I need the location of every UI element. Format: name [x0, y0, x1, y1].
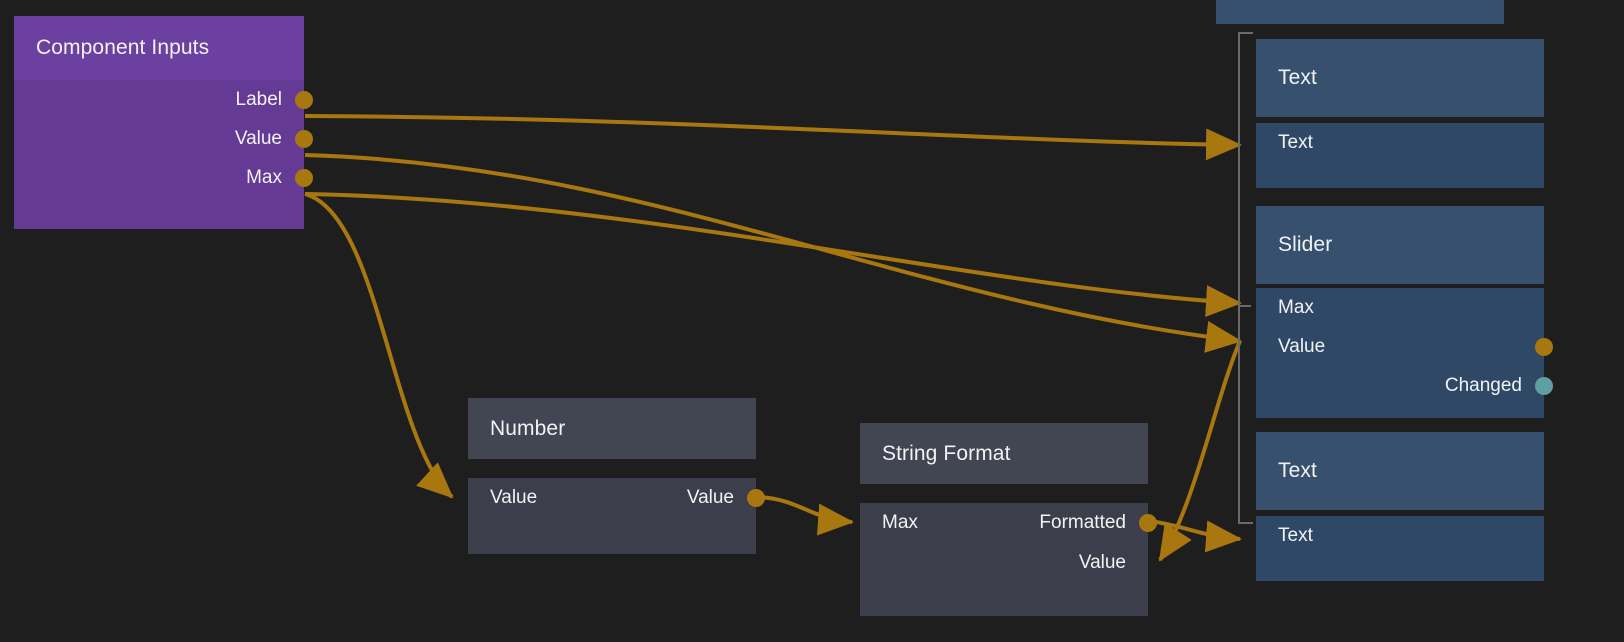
node-title-text-upper: Text	[1256, 39, 1544, 117]
node-text-upper[interactable]: Text Text	[1256, 39, 1544, 188]
input-label-number-value: Value	[490, 487, 538, 508]
port-row-max[interactable]: Max	[14, 158, 313, 197]
port-row-slider-max[interactable]: Max	[1256, 288, 1544, 327]
input-label-text: Text	[1278, 132, 1313, 153]
node-body-string-format: Max Formatted Value	[860, 503, 1157, 616]
port-row-label[interactable]: Label	[14, 80, 313, 119]
port-label-value: Value	[234, 127, 282, 149]
port-row-text-lower-in[interactable]: Text	[1256, 516, 1544, 556]
node-title-string-format: String Format	[860, 423, 1148, 484]
node-title	[1216, 0, 1504, 24]
node-title-number: Number	[468, 398, 756, 459]
port-label-max: Max	[246, 166, 282, 188]
port-row-string-format-value[interactable]: Value	[860, 543, 1148, 582]
node-text-lower[interactable]: Text Text	[1256, 432, 1544, 581]
output-port-slider-changed[interactable]	[1535, 376, 1553, 395]
port-label-label: Label	[235, 88, 283, 110]
group-frame-tick	[1238, 305, 1251, 307]
output-port-slider-value[interactable]	[1535, 337, 1553, 356]
output-label-string-format-formatted: Formatted	[1039, 512, 1126, 533]
output-label-slider-changed: Changed	[1444, 374, 1522, 396]
wire-slider-value-to-stringformat-value	[1158, 340, 1242, 562]
input-label-string-format-max: Max	[882, 512, 918, 533]
node-title-slider: Slider	[1256, 206, 1544, 284]
output-port-string-format-formatted[interactable]	[1139, 514, 1157, 532]
input-label-text-lower: Text	[1278, 525, 1313, 546]
node-body-number: Value Value	[468, 478, 765, 554]
node-number[interactable]: Number Value Value	[468, 398, 765, 554]
node-text-top-partial[interactable]	[1216, 0, 1504, 24]
wire-number-to-stringformat-max	[757, 495, 854, 536]
node-slider[interactable]: Slider Max Value Changed	[1256, 206, 1553, 418]
port-row-string-format-max[interactable]: Max Formatted	[860, 503, 1157, 543]
input-label-slider-value: Value	[1278, 335, 1326, 357]
wire-max-to-number-value	[304, 192, 454, 499]
input-label-string-format-value: Value	[1078, 551, 1126, 573]
input-label-slider-max: Max	[1278, 296, 1314, 318]
node-string-format[interactable]: String Format Max Formatted Value	[860, 423, 1157, 616]
output-label-number-value: Value	[686, 487, 734, 508]
wire-formatted-to-text-lower	[1149, 519, 1242, 553]
node-body-text-upper: Text	[1256, 123, 1544, 188]
node-group-frame	[1238, 32, 1253, 524]
port-row-slider-value[interactable]: Value	[1256, 327, 1553, 366]
output-port-max[interactable]	[295, 168, 313, 187]
port-row-value[interactable]: Value	[14, 119, 313, 158]
node-body-slider: Max Value Changed	[1256, 288, 1553, 418]
wire-label-to-text-upper	[304, 114, 1242, 161]
node-component-inputs[interactable]: Component Inputs Label Value Max	[14, 16, 313, 229]
output-port-label[interactable]	[295, 90, 313, 109]
port-row-slider-changed[interactable]: Changed	[1256, 366, 1553, 405]
node-title-text-lower: Text	[1256, 432, 1544, 510]
node-body-text-lower: Text	[1256, 516, 1544, 581]
port-row-text-upper-in[interactable]: Text	[1256, 123, 1544, 163]
node-body-component-inputs: Label Value Max	[14, 80, 313, 229]
output-port-value[interactable]	[295, 129, 313, 148]
wire-value-to-slider-value	[304, 153, 1242, 353]
wire-max-to-slider-max	[304, 192, 1242, 318]
node-title-component-inputs: Component Inputs	[14, 16, 304, 80]
port-row-number-value[interactable]: Value Value	[468, 478, 765, 518]
output-port-number-value[interactable]	[747, 489, 765, 507]
